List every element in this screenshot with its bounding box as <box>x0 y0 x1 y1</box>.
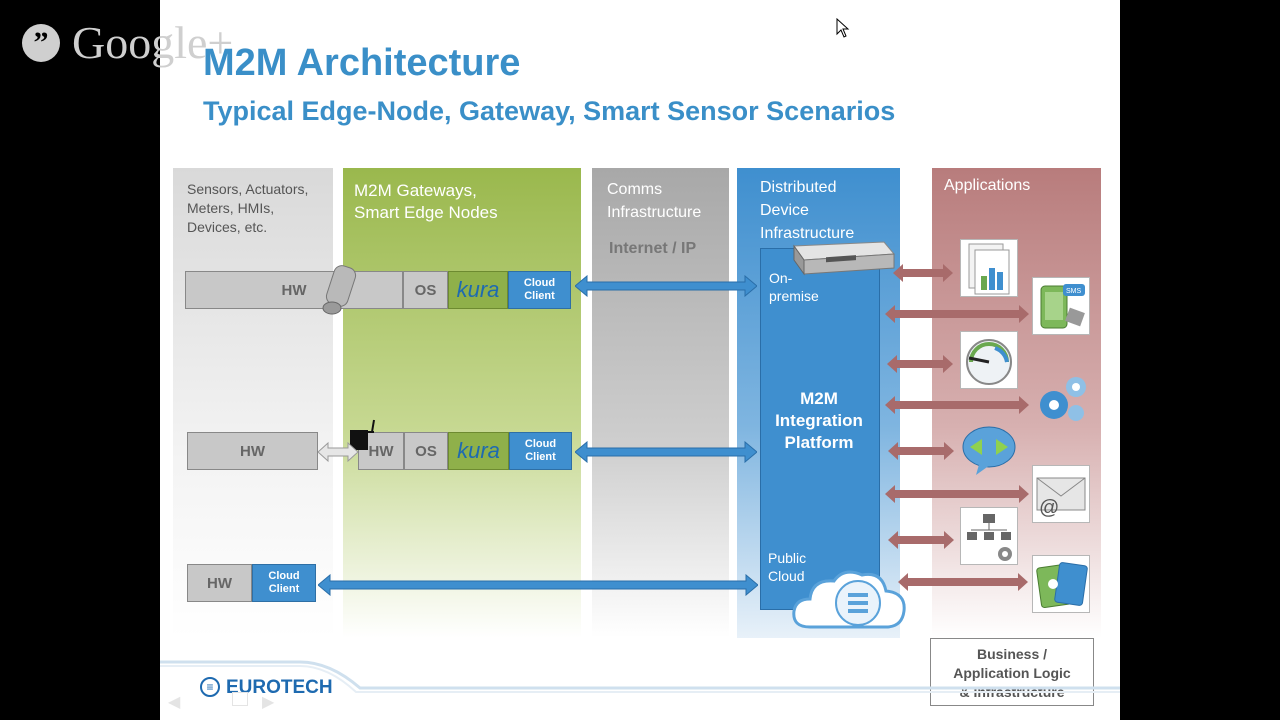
google-plus-logo: Google+ <box>72 17 234 68</box>
app-arrow-2 <box>885 305 1029 323</box>
slide-prev-icon[interactable]: ◀ <box>168 694 181 711</box>
eurotech-logo-icon: ≡ <box>200 677 220 697</box>
eurotech-logo: EUROTECH <box>226 677 333 698</box>
row3-cloud-client: Cloud Client <box>252 564 316 602</box>
report-chart-icon <box>960 239 1018 297</box>
column-label-applications: Applications <box>944 177 1031 194</box>
integration-platform-box <box>760 248 880 610</box>
row2-hw2-box: HW <box>358 432 404 470</box>
row2-hw-connector-arrow <box>318 441 358 463</box>
column-comms <box>592 168 729 638</box>
app-arrow-1 <box>893 264 953 282</box>
row1-os-box: OS <box>403 271 448 309</box>
camera-sensor-icon <box>316 262 360 323</box>
hangout-icon: ” <box>22 24 60 62</box>
mouse-cursor-icon <box>836 17 850 43</box>
slide-next-icon[interactable]: ▶ <box>262 694 275 711</box>
server-appliance-icon <box>786 240 896 285</box>
footer-swoosh <box>160 658 1120 698</box>
column-label-comms: Comms Infrastructure <box>607 181 702 221</box>
app-arrow-8 <box>898 573 1028 591</box>
sms-phone-icon: SMS <box>1032 277 1090 335</box>
row2-kura-logo: kura <box>448 432 509 470</box>
comms-internet-label: Internet / IP <box>609 240 697 257</box>
slide-menu-icon[interactable] <box>232 692 248 706</box>
wireless-module-icon <box>346 418 378 459</box>
chat-bubble-icon <box>960 421 1018 479</box>
column-label-distributed: Distributed Device Infrastructure <box>760 179 855 242</box>
on-premise-label: On- premise <box>769 270 819 304</box>
column-label-devices: Sensors, Actuators, Meters, HMIs, Device… <box>187 181 309 235</box>
app-arrow-3 <box>887 355 953 373</box>
gears-settings-icon <box>1032 371 1090 429</box>
integration-platform-title: M2M Integration Platform <box>775 389 863 452</box>
slide-subtitle: Typical Edge-Node, Gateway, Smart Sensor… <box>203 96 896 126</box>
row3-blue-arrow <box>318 574 758 596</box>
tablet-app-icon <box>1032 555 1090 613</box>
column-gateways <box>343 168 581 638</box>
svg-text:SMS: SMS <box>1066 288 1082 295</box>
row2-blue-arrow <box>575 441 757 463</box>
app-arrow-4 <box>885 396 1029 414</box>
svg-text:@: @ <box>1039 497 1059 519</box>
column-devices <box>173 168 333 638</box>
row1-cloud-client: Cloud Client <box>508 271 571 309</box>
slide-title: M2M Architecture <box>203 42 521 84</box>
network-hierarchy-icon <box>960 507 1018 565</box>
row2-hw-box: HW <box>187 432 318 470</box>
email-envelope-icon: @ <box>1032 465 1090 523</box>
public-cloud-label: Public Cloud <box>768 550 807 584</box>
row1-hw-box: HW <box>185 271 403 309</box>
row3-hw-box: HW <box>187 564 252 602</box>
cloud-icon <box>790 565 908 638</box>
app-arrow-7 <box>888 531 954 549</box>
app-arrow-6 <box>885 485 1029 503</box>
row1-blue-arrow <box>575 275 757 297</box>
gauge-dashboard-icon <box>960 331 1018 389</box>
row1-kura-logo: kura <box>448 271 508 309</box>
row2-cloud-client: Cloud Client <box>509 432 572 470</box>
app-arrow-5 <box>888 442 954 460</box>
column-label-gateways: M2M Gateways, Smart Edge Nodes <box>354 181 498 222</box>
row2-os-box: OS <box>404 432 448 470</box>
